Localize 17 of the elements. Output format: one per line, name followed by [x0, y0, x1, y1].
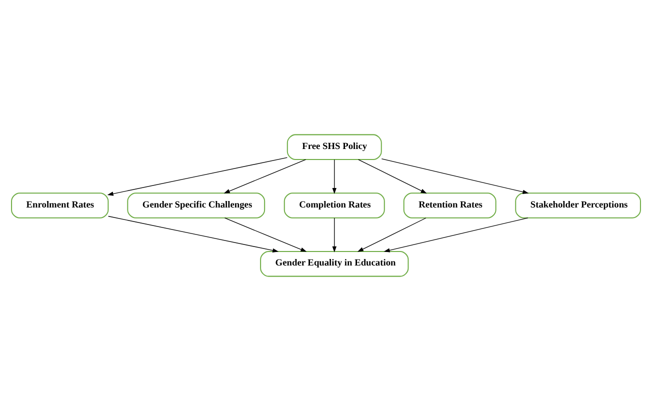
arrow	[381, 158, 529, 194]
node-box: Retention Rates	[403, 192, 496, 218]
arrow	[384, 218, 528, 252]
arrow	[107, 157, 288, 196]
arrow	[332, 218, 336, 252]
node-box: Gender Equality in Education	[260, 250, 409, 277]
arrow	[108, 216, 279, 252]
node-box: Stakeholder Perceptions	[515, 192, 641, 218]
arrow	[224, 218, 307, 252]
node-box: Completion Rates	[284, 192, 385, 218]
node-box: Gender Specific Challenges	[127, 192, 266, 218]
arrow	[358, 159, 427, 194]
arrow	[224, 159, 306, 194]
node-box: Enrolment Rates	[11, 192, 109, 218]
arrow	[357, 218, 426, 252]
node-box: Free SHS Policy	[286, 134, 382, 160]
arrow	[332, 159, 336, 194]
